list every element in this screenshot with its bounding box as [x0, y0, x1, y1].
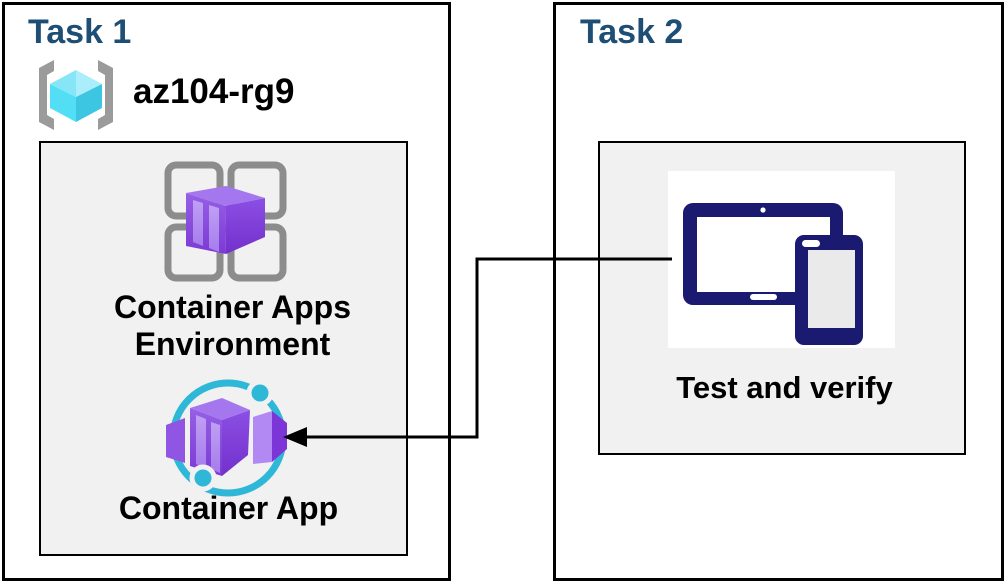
resource-group-name: az104-rg9 [133, 72, 295, 111]
container-apps-environment-label: Container Apps Environment [45, 289, 420, 363]
resource-group-icon [39, 60, 113, 130]
test-and-verify-label: Test and verify [676, 370, 893, 405]
devices-icon [683, 203, 863, 345]
container-apps-environment-icon [164, 161, 287, 282]
env-label-line1: Container Apps [113, 289, 352, 325]
devices-icon-background [668, 171, 895, 348]
task2-title: Task 2 [580, 13, 684, 51]
container-app-icon [166, 379, 287, 497]
env-label-line2: Environment [134, 326, 331, 362]
container-app-label: Container App [118, 490, 339, 526]
task1-title: Task 1 [28, 13, 132, 51]
